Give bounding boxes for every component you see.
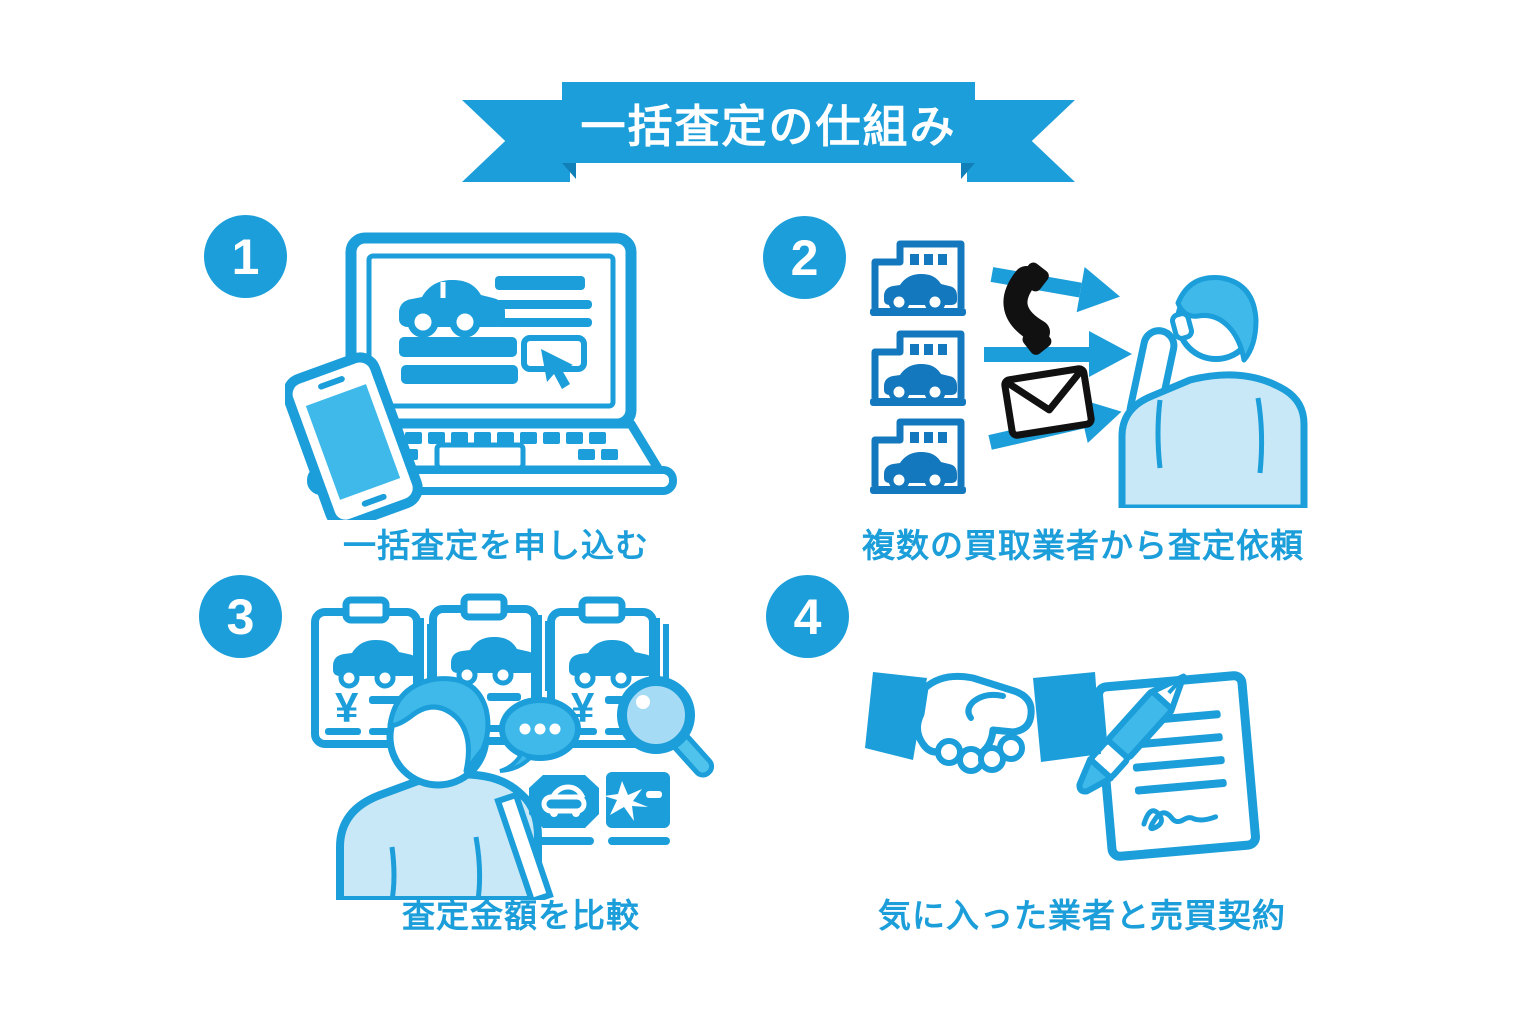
step-2-caption: 複数の買取業者から査定依頼 — [862, 527, 1304, 564]
laptop-smartphone-illustration — [285, 232, 677, 520]
dealer-building-icon — [870, 418, 966, 494]
step-4-number-badge: 4 — [766, 575, 849, 658]
compare-quotes-illustration: ¥ ¥ — [311, 593, 715, 900]
page-title: 一括査定の仕組み — [562, 82, 975, 163]
ribbon-tail-left — [462, 100, 570, 182]
step-3-caption: 査定金額を比較 — [402, 897, 640, 934]
step-3-number-badge: 3 — [199, 575, 282, 658]
handshake-icon — [865, 672, 1101, 774]
dealer-building-icon — [870, 240, 966, 316]
step-1-number-badge: 1 — [204, 215, 287, 298]
buyer-person-icon — [336, 676, 554, 900]
step-2-number-badge: 2 — [763, 216, 846, 299]
step-1-caption: 一括査定を申し込む — [343, 527, 649, 564]
step-4-caption: 気に入った業者と売買契約 — [878, 897, 1286, 934]
laptop-icon — [307, 232, 677, 495]
dealer-building-icon — [870, 330, 966, 406]
car-icon — [399, 280, 505, 338]
car-condition-tile-icon — [529, 775, 599, 845]
signature-icon — [1141, 808, 1219, 832]
smartphone-icon — [285, 352, 423, 520]
svg-text:¥: ¥ — [335, 684, 359, 731]
phone-handset-icon — [1003, 262, 1052, 355]
cursor-icon — [541, 349, 573, 389]
damage-tile-icon — [604, 772, 670, 845]
pen-icon — [1076, 673, 1187, 795]
handshake-contract-illustration — [865, 671, 1260, 861]
seller-person-icon — [1118, 275, 1308, 508]
trackpad-icon — [434, 442, 526, 471]
magnifier-icon — [617, 676, 715, 778]
envelope-icon — [1001, 365, 1095, 439]
speech-bubble-icon — [499, 697, 581, 773]
dealers-contact-illustration — [870, 240, 1308, 508]
ribbon-tail-right — [967, 100, 1075, 182]
